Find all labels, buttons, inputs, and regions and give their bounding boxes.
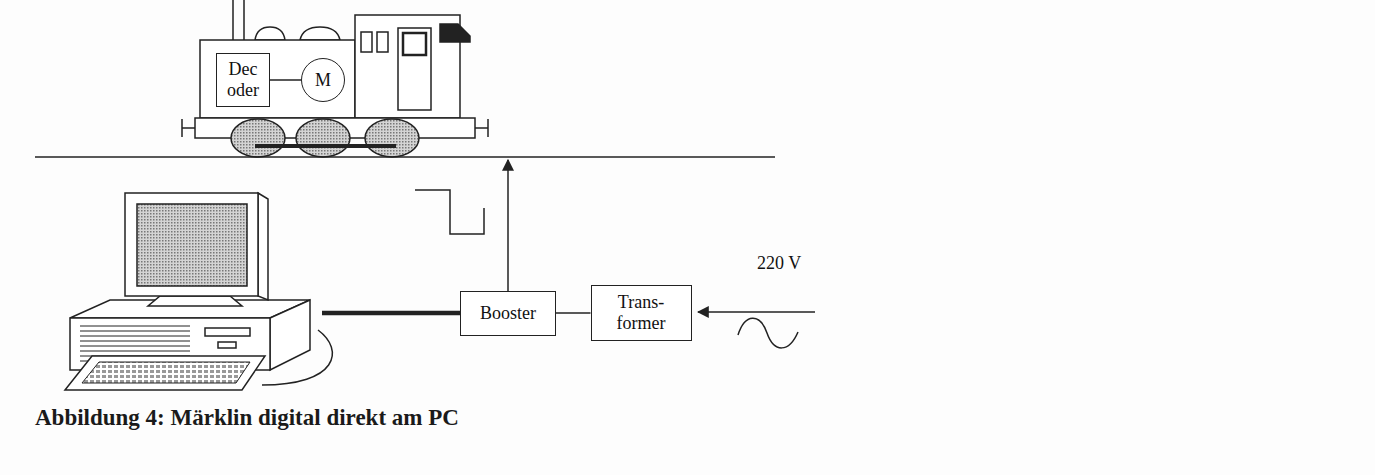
wheel [296,119,350,157]
screen [137,204,247,286]
locomotive [182,0,488,157]
mains-arrow [698,311,815,313]
wheel [231,119,285,157]
square-wave [415,190,484,234]
figure-caption: Abbildung 4: Märklin digital direkt am P… [35,405,459,431]
voltage-label: 220 V [757,253,801,274]
feed-arrow [507,160,509,295]
node-text: Dec oder [227,59,259,100]
monitor-side [258,193,268,300]
connector-line [556,312,591,314]
keyboard [65,356,265,390]
connector-line [270,79,301,81]
sine-symbol [738,318,798,348]
transformer-box: Trans- former [591,285,692,341]
monitor-stand [148,296,242,306]
dome [300,27,340,40]
track [35,156,775,158]
booster-box: Booster [460,291,556,336]
door [398,28,431,110]
door-window [403,33,426,55]
coupling-rod [255,144,396,148]
cab-roof [440,24,470,42]
case-side [270,300,310,370]
motor-circle: M [301,58,345,102]
drive-slot [218,342,236,348]
chimney [233,0,244,40]
decoder-box: Dec oder [216,53,270,107]
window [361,32,372,52]
node-text: Booster [480,303,536,324]
node-text: M [315,70,331,91]
data-cable [322,311,470,316]
keys [82,362,250,383]
boiler [200,40,355,118]
node-text: Trans- former [617,292,666,333]
drive-slot [205,328,250,336]
dome [255,27,285,40]
monitor [125,193,258,296]
computer [65,193,332,390]
wheel [365,119,419,157]
window [377,32,388,52]
